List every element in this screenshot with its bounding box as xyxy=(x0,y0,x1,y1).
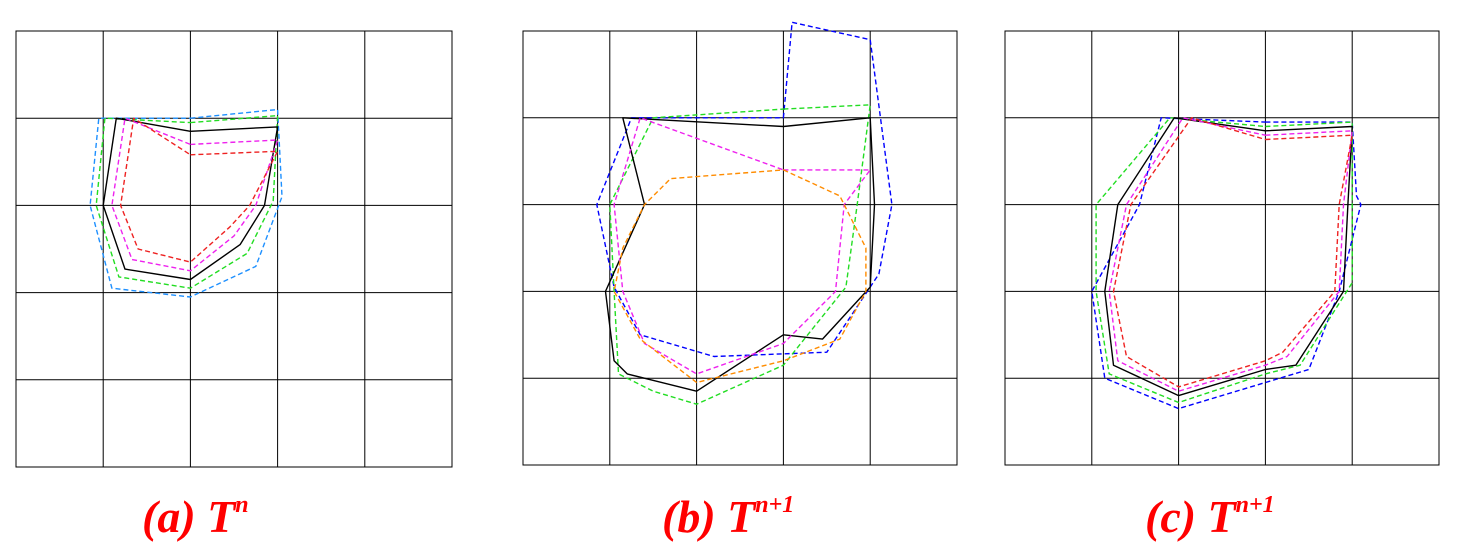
contour-magenta xyxy=(1108,117,1353,392)
caption-b: (b) Tn+1 xyxy=(662,491,794,542)
panel-c xyxy=(1004,30,1440,466)
caption-b-sup: n+1 xyxy=(755,492,794,518)
contour-magenta xyxy=(111,117,279,272)
contour-outer-blue xyxy=(89,108,283,298)
grid-border xyxy=(15,30,453,468)
caption-c-label: (c) T xyxy=(1145,491,1238,542)
contour-outer-blue xyxy=(596,21,893,358)
contour-orange xyxy=(613,169,867,384)
panel-b xyxy=(522,21,958,466)
panel-a xyxy=(15,30,453,468)
grid-border xyxy=(1004,30,1440,466)
contour-black xyxy=(604,117,876,392)
caption-c: (c) Tn+1 xyxy=(1145,491,1275,542)
caption-c-sup: n+1 xyxy=(1236,492,1275,518)
caption-b-label: (b) T xyxy=(662,491,757,542)
contour-black xyxy=(102,117,279,281)
contour-green xyxy=(1095,117,1353,404)
contour-red xyxy=(119,117,279,263)
grid-b xyxy=(522,30,958,466)
caption-a-sup: n xyxy=(235,492,248,518)
contour-green xyxy=(609,104,871,405)
contour-black xyxy=(1104,117,1353,397)
contour-red xyxy=(1112,117,1353,388)
caption-a-label: (a) T xyxy=(142,491,237,542)
caption-a: (a) Tn xyxy=(142,491,249,542)
grid-c xyxy=(1004,30,1440,466)
contour-magenta xyxy=(613,117,871,375)
contour-outer-blue xyxy=(1091,117,1362,410)
grid-border xyxy=(522,30,958,466)
grid-a xyxy=(15,30,453,468)
